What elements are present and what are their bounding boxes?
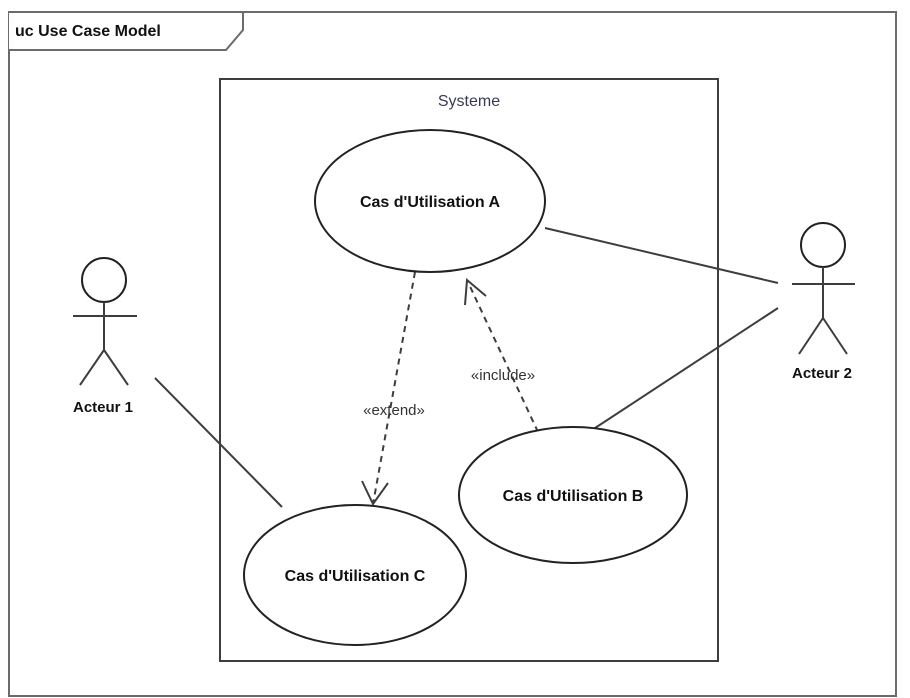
- actor-1-figure: [73, 257, 137, 386]
- actor-1-label: Acteur 1: [73, 399, 133, 416]
- association-actor1-usecase-c: [154, 377, 283, 508]
- frame-title: uc Use Case Model: [15, 23, 161, 40]
- actor-2-label: Acteur 2: [792, 365, 852, 382]
- system-boundary: [219, 78, 719, 662]
- include-arrowhead: [464, 277, 487, 306]
- use-case-b: [458, 426, 688, 564]
- use-case-a: [314, 129, 546, 273]
- actor-2-head: [800, 222, 846, 268]
- use-case-b-label: Cas d'Utilisation B: [503, 488, 644, 505]
- include-label: «include»: [471, 367, 535, 384]
- use-case-a-label: Cas d'Utilisation A: [360, 194, 501, 211]
- extend-label: «extend»: [363, 402, 425, 419]
- association-actor2-usecase-a: [544, 227, 779, 284]
- actor-2-figure: [792, 222, 855, 355]
- use-case-c: [243, 504, 467, 646]
- extend-arrowhead: [361, 480, 389, 506]
- include-dependency: [466, 279, 539, 433]
- system-boundary-label: Systeme: [438, 93, 500, 110]
- use-case-c-label: Cas d'Utilisation C: [285, 568, 426, 585]
- actor-1-head: [81, 257, 127, 303]
- frame-title-tab: [9, 11, 244, 51]
- association-actor2-usecase-b: [591, 307, 779, 431]
